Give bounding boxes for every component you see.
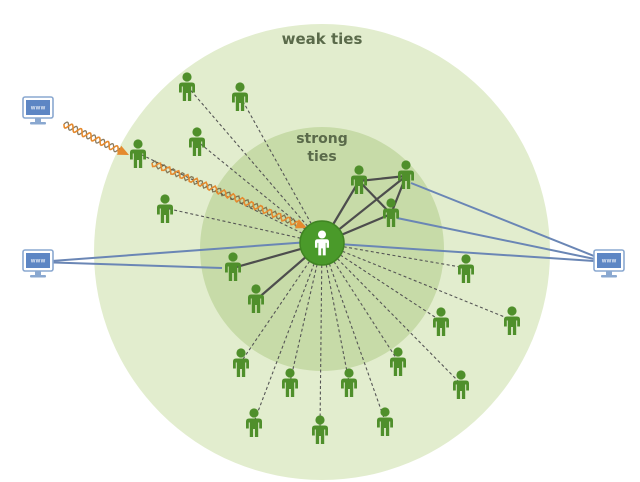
- person-icon: [341, 368, 357, 397]
- web-link-line: [410, 182, 610, 263]
- weak-tie-line: [321, 242, 442, 322]
- person-icon: [179, 72, 195, 101]
- computer-icon: www: [22, 249, 54, 278]
- weak-tie-line: [321, 242, 350, 383]
- person-icon: [383, 198, 399, 227]
- person-icon: [225, 252, 241, 281]
- weak-tie-line: [164, 207, 323, 244]
- person-icon: [351, 165, 367, 194]
- web-link-line: [37, 241, 310, 263]
- person-arrow-to-center: [151, 160, 307, 229]
- person-icon: [390, 347, 406, 376]
- weak-tie-line: [321, 242, 467, 269]
- weak-tie-line: [321, 242, 399, 362]
- weak-tie-line: [289, 242, 323, 383]
- person-icon: [453, 370, 469, 399]
- person-icon: [157, 194, 173, 223]
- weak-tie-line: [186, 85, 323, 244]
- web-link-line: [37, 261, 223, 269]
- person-icon: [458, 254, 474, 283]
- person-icon: [398, 160, 414, 189]
- person-icon: [233, 348, 249, 377]
- person-icon: [130, 139, 146, 168]
- computer-www-label: www: [31, 258, 46, 265]
- strong-tie-line: [358, 180, 392, 215]
- weak-tie-line: [239, 95, 323, 244]
- person-icon: [312, 415, 328, 444]
- computer-icon: www: [22, 96, 54, 125]
- person-center-icon: [299, 220, 345, 266]
- person-icon: [504, 306, 520, 335]
- weak-ties-label: weak ties: [282, 30, 363, 48]
- web-arrow-to-person: [63, 121, 129, 155]
- weak-tie-line: [240, 242, 323, 363]
- person-icon: [433, 307, 449, 336]
- person-icon: [189, 127, 205, 156]
- person-icon: [232, 82, 248, 111]
- weak-tie-line: [253, 242, 323, 423]
- computer-www-label: www: [602, 258, 617, 265]
- web-link-line: [396, 217, 610, 263]
- weak-tie-line: [319, 242, 323, 430]
- computer-icon: www: [593, 249, 625, 278]
- person-icon: [377, 407, 393, 436]
- person-icon: [246, 408, 262, 437]
- strong-ties-label-line2: ties: [307, 149, 336, 165]
- person-icon: [282, 368, 298, 397]
- weak-tie-line: [321, 242, 513, 321]
- person-icon: [248, 284, 264, 313]
- weak-tie-line: [321, 242, 386, 422]
- web-link-line: [337, 243, 610, 263]
- computer-www-label: www: [31, 105, 46, 112]
- strong-ties-label-line1: strong: [296, 131, 348, 147]
- weak-tie-line: [196, 140, 323, 244]
